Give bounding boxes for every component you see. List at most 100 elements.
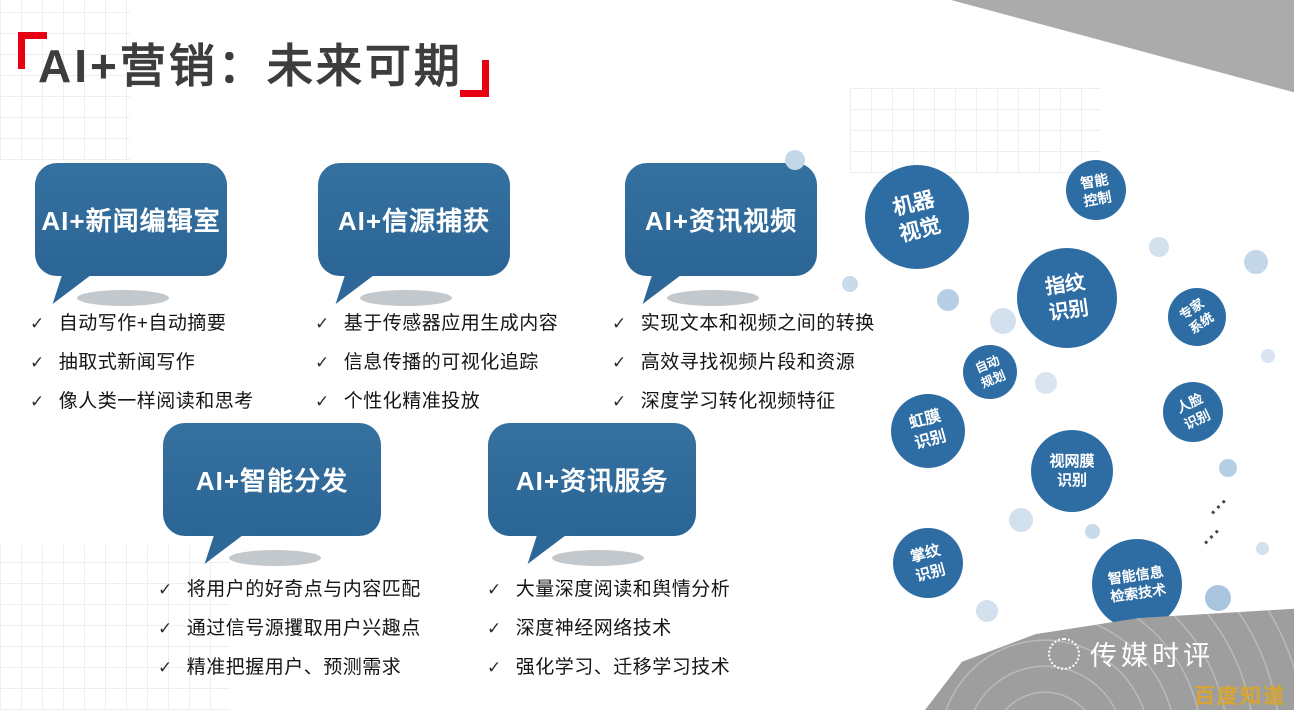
- bubble-title: AI+智能分发: [195, 466, 349, 496]
- decorative-circle: [1244, 250, 1268, 274]
- list-item-text: 实现文本和视频之间的转换: [640, 313, 875, 334]
- decorative-circle: [785, 150, 805, 170]
- list-item-text: 精准把握用户、预测需求: [186, 657, 402, 678]
- check-icon: ✓: [315, 392, 330, 411]
- bubble-tail-shadow: [552, 550, 644, 566]
- list-item: ✓ 通过信号源攫取用户兴趣点: [158, 613, 421, 640]
- speech-bubble-news-editor: AI+新闻编辑室: [35, 163, 227, 306]
- bracket-bottom-right-icon: [459, 59, 489, 97]
- page-title: AI+营销：未来可期: [18, 32, 489, 97]
- check-icon: ✓: [30, 353, 45, 372]
- bubble-tail-shadow: [77, 290, 169, 306]
- keyword-bubble-iris: 虹膜识别: [891, 394, 965, 468]
- check-icon: ✓: [315, 353, 330, 372]
- list-item-text: 强化学习、迁移学习技术: [515, 657, 731, 678]
- keyword-bubble-expert-system: 专家系统: [1168, 288, 1226, 346]
- decorative-circle: [1009, 508, 1033, 532]
- decorative-circle: [976, 600, 998, 622]
- bubble-title: AI+资讯视频: [644, 206, 798, 236]
- check-icon: ✓: [612, 314, 627, 333]
- decorative-circle: [937, 289, 959, 311]
- check-icon: ✓: [487, 580, 502, 599]
- check-icon: ✓: [487, 658, 502, 677]
- check-icon: ✓: [487, 619, 502, 638]
- list-item: ✓ 个性化精准投放: [315, 386, 558, 413]
- keyword-label: 专家系统: [1176, 295, 1217, 337]
- check-icon: ✓: [30, 392, 45, 411]
- bubble-title: AI+资讯服务: [515, 466, 669, 496]
- list-item: ✓ 高效寻找视频片段和资源: [612, 347, 875, 374]
- list-item: ✓ 信息传播的可视化追踪: [315, 347, 558, 374]
- check-icon: ✓: [158, 658, 173, 677]
- keyword-bubble-intelligent-control: 智能控制: [1066, 160, 1126, 220]
- check-icon: ✓: [315, 314, 330, 333]
- ellipsis-text: ...: [1193, 517, 1225, 549]
- check-icon: ✓: [158, 619, 173, 638]
- speech-bubble-source-capture: AI+信源捕获: [318, 163, 510, 306]
- list-item: ✓ 将用户的好奇点与内容匹配: [158, 574, 421, 601]
- keyword-label: 视网膜识别: [1049, 452, 1095, 490]
- speech-bubble-smart-distribution: AI+智能分发: [163, 423, 381, 566]
- decorative-circle: [1261, 349, 1275, 363]
- list-item: ✓ 实现文本和视频之间的转换: [612, 308, 875, 335]
- list-item: ✓ 深度神经网络技术: [487, 613, 730, 640]
- list-item-text: 高效寻找视频片段和资源: [640, 352, 856, 373]
- list-item: ✓深度学习转化视频特征: [612, 386, 875, 413]
- checklist-source-capture: ✓ 基于传感器应用生成内容 ✓ 信息传播的可视化追踪 ✓ 个性化精准投放: [315, 308, 558, 425]
- keyword-bubble-auto-planning: 自动规划: [963, 345, 1017, 399]
- list-item-text: 通过信号源攫取用户兴趣点: [186, 618, 421, 639]
- list-item-text: 将用户的好奇点与内容匹配: [186, 579, 421, 600]
- list-item: ✓ 抽取式新闻写作: [30, 347, 254, 374]
- list-item: ✓ 精准把握用户、预测需求: [158, 652, 421, 679]
- checklist-smart-distribution: ✓ 将用户的好奇点与内容匹配 ✓ 通过信号源攫取用户兴趣点 ✓ 精准把握用户、预测需求: [158, 574, 421, 691]
- list-item-text: 抽取式新闻写作: [58, 352, 196, 373]
- brand-logo-icon: [1048, 637, 1080, 670]
- bubble-tail-shadow: [360, 290, 452, 306]
- brand-watermark: 传媒时评: [1048, 634, 1214, 673]
- bubble-title: AI+新闻编辑室: [41, 206, 221, 236]
- checklist-info-video: ✓ 实现文本和视频之间的转换 ✓ 高效寻找视频片段和资源 ✓深度学习转化视频特征: [612, 308, 875, 425]
- list-item-text: 信息传播的可视化追踪: [343, 352, 539, 373]
- list-item-text: 深度神经网络技术: [515, 618, 672, 639]
- check-icon: ✓: [30, 314, 45, 333]
- keyword-label: 人脸识别: [1173, 391, 1212, 433]
- check-icon: ✓: [612, 353, 627, 372]
- keyword-bubble-machine-vision: 机器视觉: [865, 165, 969, 269]
- decorative-circle: [1205, 585, 1231, 611]
- keyword-bubble-fingerprint: 指纹识别: [1017, 248, 1117, 348]
- keyword-label: 智能控制: [1079, 170, 1113, 210]
- bubble-tail-shadow: [229, 550, 321, 566]
- keyword-label: 智能信息检索技术: [1106, 563, 1168, 605]
- list-item: ✓ 基于传感器应用生成内容: [315, 308, 558, 335]
- list-item: ✓ 像人类一样阅读和思考: [30, 386, 254, 413]
- decorative-circle: [1149, 237, 1169, 257]
- list-item-text: 个性化精准投放: [343, 391, 481, 412]
- list-item-text: 大量深度阅读和舆情分析: [515, 579, 731, 600]
- bubble-title: AI+信源捕获: [337, 206, 491, 236]
- keyword-bubble-intelligent-retrieval: 智能信息检索技术: [1092, 539, 1182, 629]
- bracket-top-left-icon: [18, 32, 47, 69]
- decorative-circle: [1256, 542, 1269, 555]
- keyword-label: 自动规划: [972, 353, 1008, 391]
- list-item: ✓ 大量深度阅读和舆情分析: [487, 574, 730, 601]
- decorative-circle: [1085, 524, 1100, 539]
- speech-bubble-info-video: AI+资讯视频: [625, 163, 817, 306]
- keyword-label: 指纹识别: [1043, 271, 1091, 325]
- decorative-circle: [990, 308, 1016, 334]
- grid-pattern-top-right: [850, 88, 1100, 173]
- bubble-tail-shadow: [667, 290, 759, 306]
- decorative-circle: [1219, 459, 1237, 477]
- list-item: ✓ 自动写作+自动摘要: [30, 308, 254, 335]
- list-item-text: 自动写作+自动摘要: [58, 313, 227, 334]
- checklist-info-service: ✓ 大量深度阅读和舆情分析 ✓ 深度神经网络技术 ✓ 强化学习、迁移学习技术: [487, 574, 730, 691]
- title-text: AI+营销：未来可期: [38, 40, 463, 92]
- check-icon: ✓: [158, 580, 173, 599]
- brand-name: 传媒时评: [1090, 641, 1214, 671]
- keyword-label: 机器视觉: [890, 187, 944, 247]
- keyword-bubble-retina: 视网膜识别: [1031, 430, 1113, 512]
- list-item-text: 像人类一样阅读和思考: [58, 391, 254, 412]
- speech-bubble-info-service: AI+资讯服务: [488, 423, 696, 566]
- list-item-text: 基于传感器应用生成内容: [343, 313, 559, 334]
- watermark-background: [925, 608, 1294, 710]
- keyword-label: 虹膜识别: [907, 407, 949, 453]
